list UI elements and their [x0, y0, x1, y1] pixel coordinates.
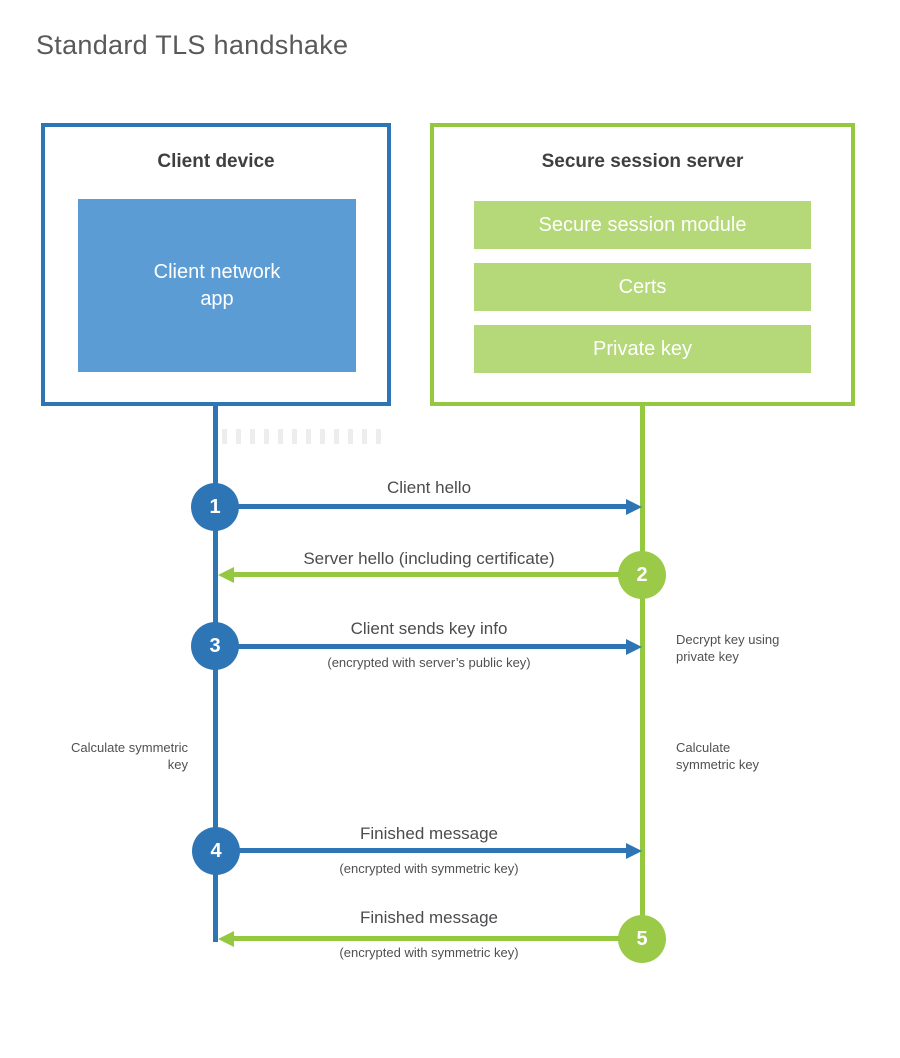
- message-label-2: Server hello (including certificate): [303, 549, 555, 568]
- faint-dashed-artifact: [222, 429, 386, 444]
- arrowhead-right-icon: [626, 843, 642, 859]
- arrow-finished-client: [236, 843, 642, 859]
- arrowhead-right-icon: [626, 639, 642, 655]
- message-sublabel-5: (encrypted with symmetric key): [339, 945, 519, 960]
- server-lifeline: [640, 404, 645, 939]
- client-network-app-rect: Client network app: [78, 199, 356, 372]
- server-module-bar: Secure session module: [474, 201, 811, 249]
- step-circle-3: 3: [191, 622, 239, 670]
- message-sublabel-3: (encrypted with server’s public key): [327, 655, 531, 670]
- arrow-shaft: [236, 848, 628, 853]
- step-number: 5: [636, 927, 648, 950]
- client-network-app-label: Client network app: [153, 260, 281, 310]
- arrowhead-left-icon: [218, 931, 234, 947]
- arrow-server-hello: [218, 567, 620, 583]
- step-number: 3: [209, 634, 221, 657]
- step-circle-4: 4: [192, 827, 240, 875]
- note-calc-symmetric-right: Calculate symmetric key: [676, 740, 760, 773]
- arrowhead-right-icon: [626, 499, 642, 515]
- step-circle-2: 2: [618, 551, 666, 599]
- arrow-client-key-info: [236, 639, 642, 655]
- message-label-1: Client hello: [386, 478, 472, 497]
- client-device-header: Client device: [157, 151, 275, 172]
- arrow-shaft: [232, 936, 620, 941]
- message-label-3: Client sends key info: [350, 619, 508, 638]
- step-number: 1: [209, 495, 221, 518]
- step-circle-5: 5: [618, 915, 666, 963]
- server-certs-bar: Certs: [474, 263, 811, 311]
- note-decrypt-key: Decrypt key using private key: [676, 632, 780, 665]
- client-device-box: Client device Client network app: [41, 123, 391, 406]
- server-header: Secure session server: [541, 151, 744, 172]
- secure-session-server-box: Secure session server Secure session mod…: [430, 123, 855, 406]
- step-number: 2: [636, 563, 648, 586]
- message-label-5: Finished message: [360, 908, 498, 927]
- arrow-client-hello: [236, 499, 642, 515]
- arrow-shaft: [232, 572, 620, 577]
- client-lifeline: [213, 404, 218, 942]
- arrow-shaft: [236, 504, 628, 509]
- message-label-4: Finished message: [360, 824, 498, 843]
- arrow-shaft: [236, 644, 628, 649]
- server-private-key-bar: Private key: [474, 325, 811, 373]
- step-circle-1: 1: [191, 483, 239, 531]
- message-sublabel-4: (encrypted with symmetric key): [339, 861, 519, 876]
- page-title: Standard TLS handshake: [36, 30, 349, 60]
- arrow-finished-server: [218, 931, 620, 947]
- note-calc-symmetric-left: Calculate symmetric key: [70, 740, 188, 773]
- step-number: 4: [210, 839, 222, 862]
- arrowhead-left-icon: [218, 567, 234, 583]
